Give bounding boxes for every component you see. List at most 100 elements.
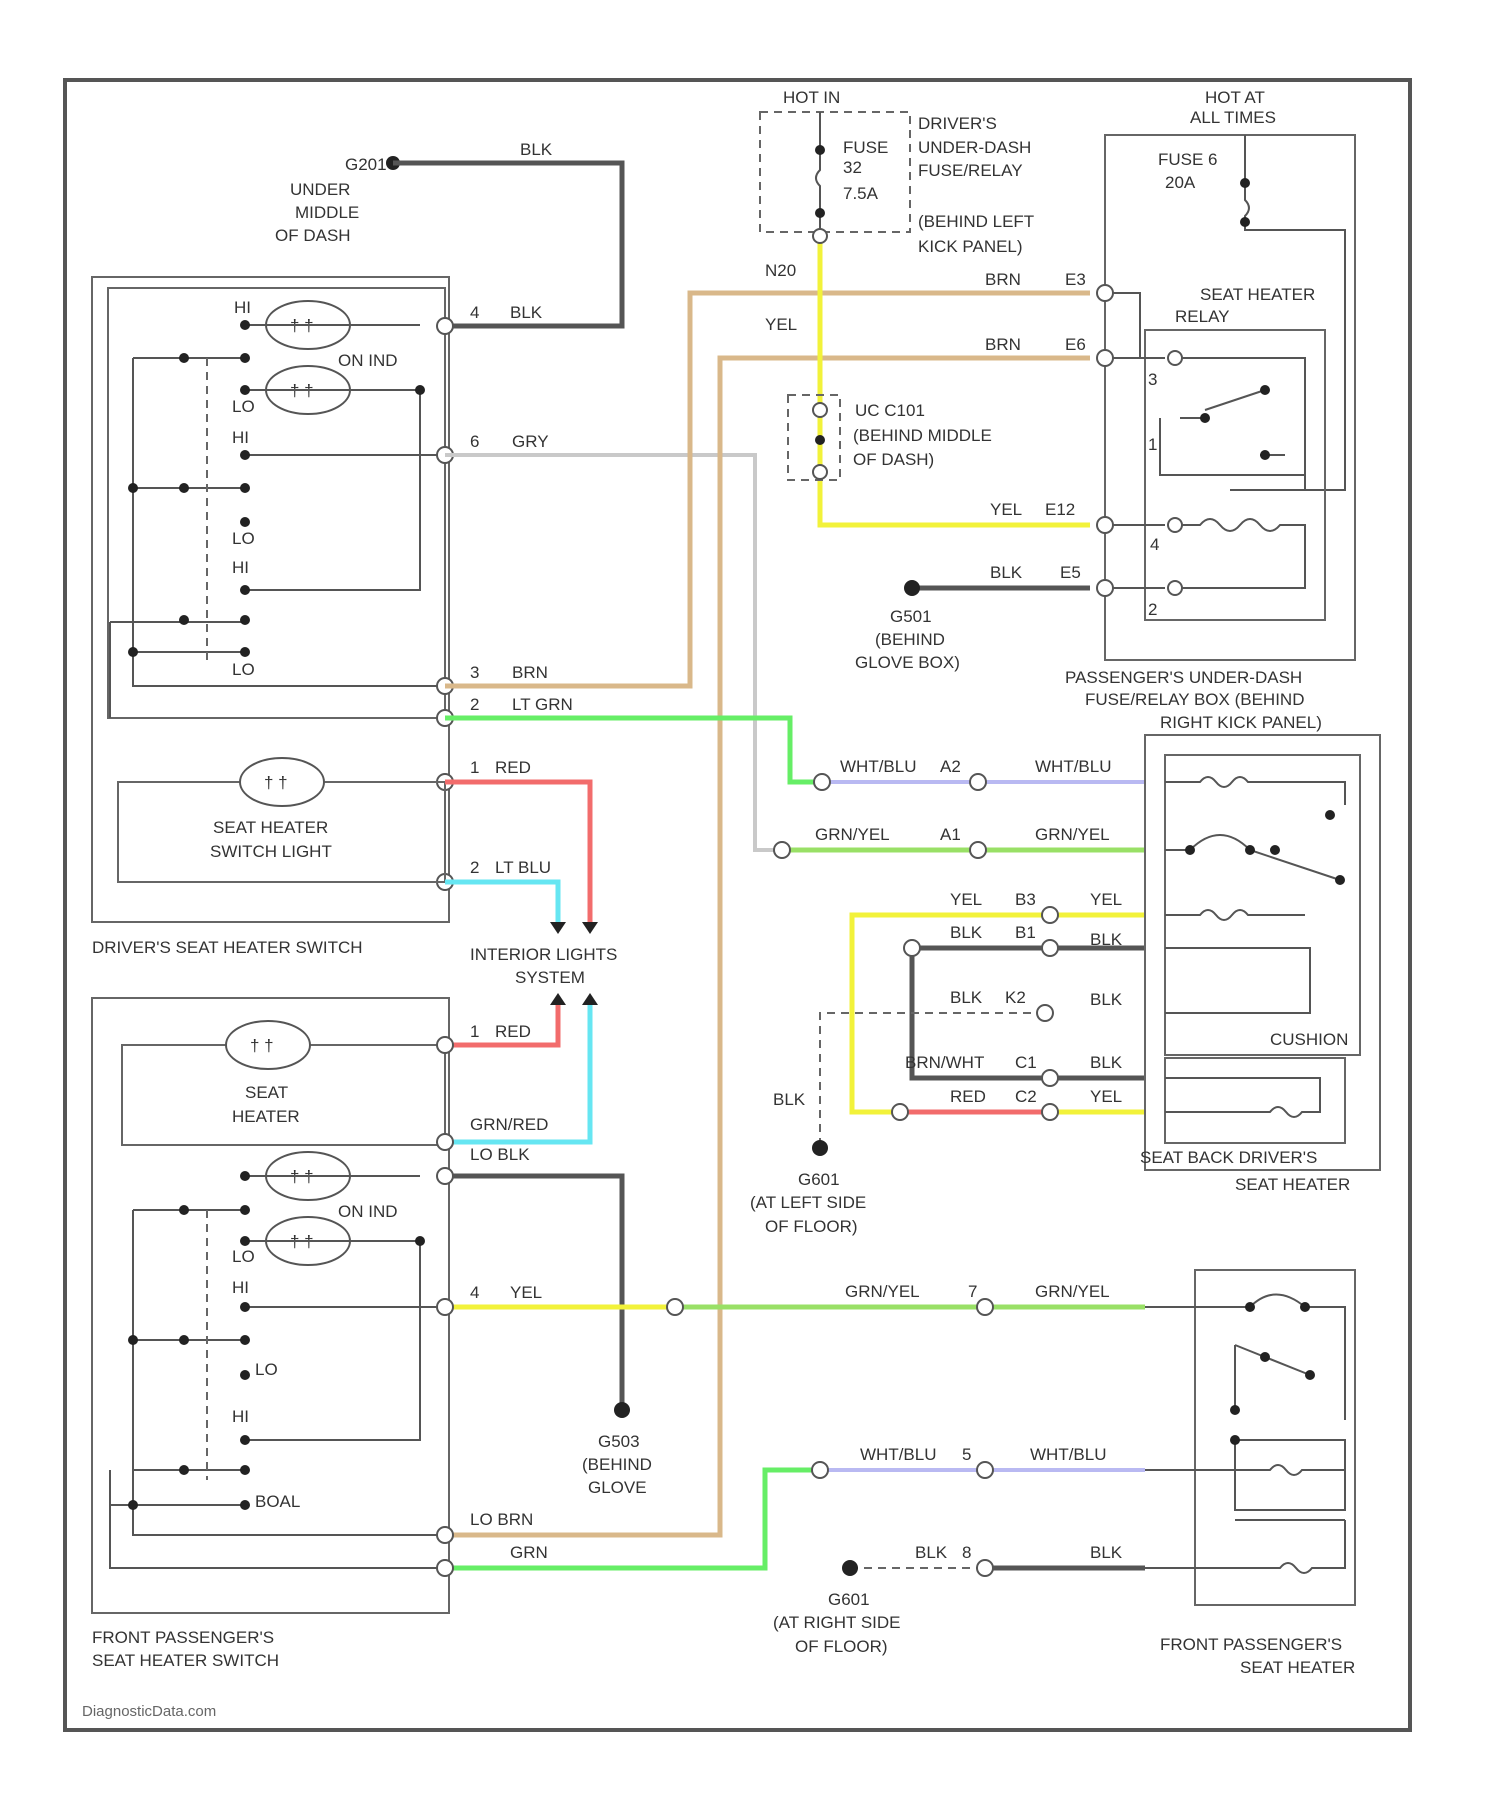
front-pass-heater-2: SEAT HEATER [1240, 1658, 1355, 1677]
g601-right-2: (AT RIGHT SIDE [773, 1613, 901, 1632]
pin-5: 5 [962, 1445, 971, 1464]
wire-label-brn-e6: BRN [985, 335, 1021, 354]
pass-switch-label-lo-2: LO [255, 1360, 278, 1379]
wire-label-wht-blu-a2: WHT/BLU [840, 757, 917, 776]
pass-pin-1: 1 [470, 1022, 479, 1041]
pin-1-driver: 1 [470, 758, 479, 777]
ground-location-2: MIDDLE [295, 203, 359, 222]
switch-label-lo-2: LO [232, 529, 255, 548]
wire-label-n20: N20 [765, 261, 796, 280]
wire-label-blk-b1-right: BLK [1090, 930, 1123, 949]
ground-g601-right-dot [842, 1560, 858, 1576]
fuse-32-label-2: 32 [843, 158, 862, 177]
pass-wire-lo-blk: LO BLK [470, 1145, 530, 1164]
behind-left-kick-2: KICK PANEL) [918, 237, 1023, 256]
fuse-32-symbol [816, 112, 820, 243]
wire-label-red-driver: RED [495, 758, 531, 777]
cushion-return [1165, 948, 1310, 1013]
fuse-32-label-3: 7.5A [843, 184, 879, 203]
wire-label-blk-k2: BLK [950, 988, 983, 1007]
seat-back-box [1165, 1058, 1345, 1143]
pin-b3: B3 [1015, 890, 1036, 909]
front-pass-switch-2: SEAT HEATER SWITCH [92, 1651, 279, 1670]
uc-c101-label-2: (BEHIND MIDDLE [853, 426, 992, 445]
wire-label-red-c2: RED [950, 1087, 986, 1106]
pass-switch-label-on-ind: ON IND [338, 1202, 398, 1221]
pass-wire-grn: GRN [510, 1543, 548, 1562]
relay-pin-4: 4 [1150, 535, 1159, 554]
cushion-box [1165, 755, 1360, 1055]
ground-location-3: OF DASH [275, 226, 351, 245]
pass-switch-label-lo-1: LO [232, 1247, 255, 1266]
pin-e6: E6 [1065, 335, 1086, 354]
g601-left-2: (AT LEFT SIDE [750, 1193, 866, 1212]
ground-g601-left-dot [812, 1140, 828, 1156]
watermark: DiagnosticData.com [82, 1703, 216, 1720]
g501-label-1: G501 [890, 607, 932, 626]
pass-seat-heater-box [1195, 1270, 1355, 1605]
fuse-32-label-1: FUSE [843, 138, 888, 157]
seat-heater-label-2: HEATER [232, 1107, 300, 1126]
g601-left-1: G601 [798, 1170, 840, 1189]
switch-label-hi-2: HI [232, 428, 249, 447]
wire-label-brn-wht: BRN/WHT [905, 1053, 984, 1072]
cushion-element-1 [1165, 777, 1345, 805]
pin-a1: A1 [940, 825, 961, 844]
wire-label-blk-4: BLK [510, 303, 543, 322]
drivers-under-dash-1: DRIVER'S [918, 114, 997, 133]
wire-label-blk-b1: BLK [950, 923, 983, 942]
front-pass-heater-1: FRONT PASSENGER'S [1160, 1635, 1342, 1654]
switch-light-label-2: SWITCH LIGHT [210, 842, 332, 861]
pin-c1: C1 [1015, 1053, 1037, 1072]
pin-7: 7 [968, 1282, 977, 1301]
pin-b1: B1 [1015, 923, 1036, 942]
wire-label-wht-blu-bottom-right: WHT/BLU [1030, 1445, 1107, 1464]
pin-e12: E12 [1045, 500, 1075, 519]
g601-right-3: OF FLOOR) [795, 1637, 888, 1656]
pass-switch-label-hi-1: HI [232, 1278, 249, 1297]
pass-under-dash-1: PASSENGER'S UNDER-DASH [1065, 668, 1302, 687]
relay-label-1: SEAT HEATER [1200, 285, 1315, 304]
fuse-6-label-1: FUSE 6 [1158, 150, 1218, 169]
pin-3-driver: 3 [470, 663, 479, 682]
arrow-blu-up [582, 993, 598, 1005]
switch-label-lo-1: LO [232, 397, 255, 416]
pass-pin-4: 4 [470, 1283, 479, 1302]
pass-heater-thermostat [1145, 1295, 1345, 1521]
uc-c101-label-1: UC C101 [855, 401, 925, 420]
wire-label-blk-k2-right: BLK [1090, 990, 1123, 1009]
wire-label-grn-yel-bottom-right: GRN/YEL [1035, 1282, 1110, 1301]
wire-label-wht-blu-bottom: WHT/BLU [860, 1445, 937, 1464]
switch-label-on-ind-1: ON IND [338, 351, 398, 370]
cushion-label: CUSHION [1270, 1030, 1348, 1049]
wire-label-yel-fuse: YEL [765, 315, 797, 334]
cushion-thermostat [1165, 835, 1340, 880]
seat-back-element [1165, 1078, 1320, 1117]
wire-label-lt-blu: LT BLU [495, 858, 551, 877]
pin-6-driver: 6 [470, 432, 479, 451]
pass-wire-lo-brn: LO BRN [470, 1510, 533, 1529]
seat-back-label-1: SEAT BACK DRIVER'S [1140, 1148, 1317, 1167]
pin-a2: A2 [940, 757, 961, 776]
wire-gry [445, 455, 782, 850]
ground-g201-label: G201 [345, 155, 387, 174]
pass-switch-label-hi-2: HI [232, 1407, 249, 1426]
ground-location-1: UNDER [290, 180, 350, 199]
behind-left-kick-1: (BEHIND LEFT [918, 212, 1034, 231]
wire-label-lt-grn: LT GRN [512, 695, 573, 714]
pass-wire-yel: YEL [510, 1283, 542, 1302]
pin-k2: K2 [1005, 988, 1026, 1007]
wire-label-blk-c1-right: BLK [1090, 1053, 1123, 1072]
wire-yel-fuse [820, 243, 1090, 525]
g503-label-2: (BEHIND [582, 1455, 652, 1474]
pin-4-driver: 4 [470, 303, 479, 322]
switch-label-hi-3: HI [232, 558, 249, 577]
wire-label-gry: GRY [512, 432, 549, 451]
fuse-6-symbol [1230, 135, 1345, 490]
relay-pin-3: 3 [1148, 370, 1157, 389]
interior-lights-1: INTERIOR LIGHTS [470, 945, 617, 964]
relay-coil [1175, 519, 1305, 588]
switch-light-lamp-glyph: † † [264, 773, 288, 792]
seat-back-label-2: SEAT HEATER [1235, 1175, 1350, 1194]
